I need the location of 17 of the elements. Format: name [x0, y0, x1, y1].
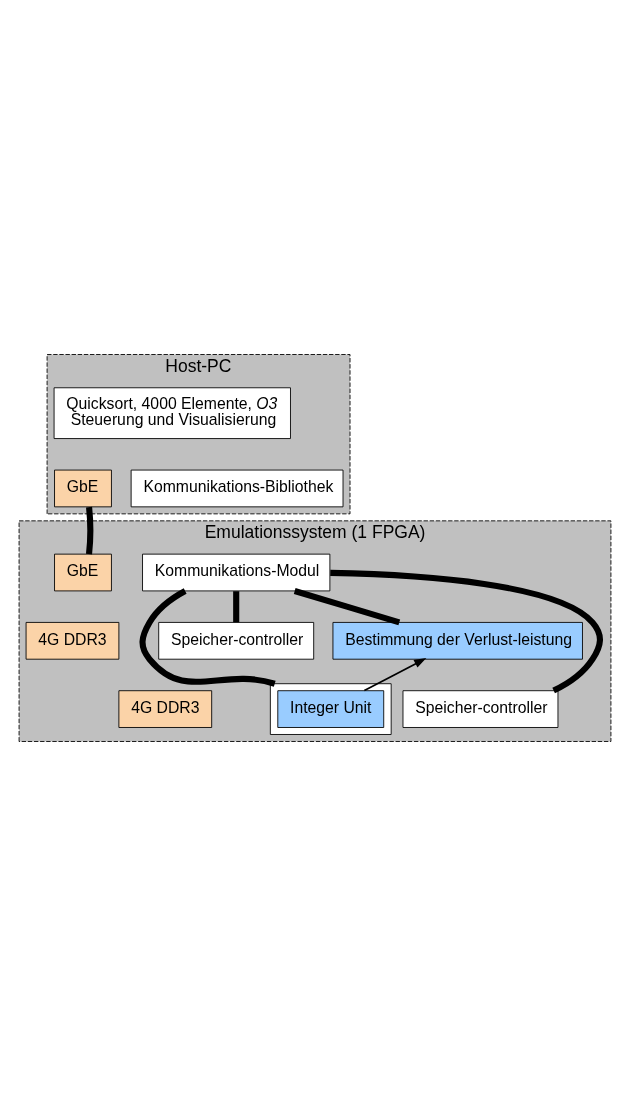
connector [293, 588, 401, 626]
node-box: GbE [54, 469, 112, 508]
connector [139, 588, 276, 687]
node-box: 4G DDR3 [118, 690, 213, 728]
node-box: Speicher-controller [402, 690, 559, 728]
connector [85, 506, 94, 555]
node-box: Kommunikations-Modul [142, 553, 331, 592]
node-box: Speicher-controller [158, 621, 315, 660]
arrow [363, 658, 427, 692]
cluster [269, 683, 392, 735]
node-box: 4G DDR3 [25, 621, 120, 660]
node-box: Quicksort, 4000 Elemente, O3 Steuerung und Visualisierung [53, 387, 291, 439]
node-box: Kommunikations-Bibliothek [130, 469, 344, 508]
node-box: GbE [54, 553, 112, 592]
connector [233, 591, 240, 623]
node-box: Bestimmung der Verlust-leistung [332, 621, 583, 660]
node-box: Integer Unit [277, 690, 385, 728]
